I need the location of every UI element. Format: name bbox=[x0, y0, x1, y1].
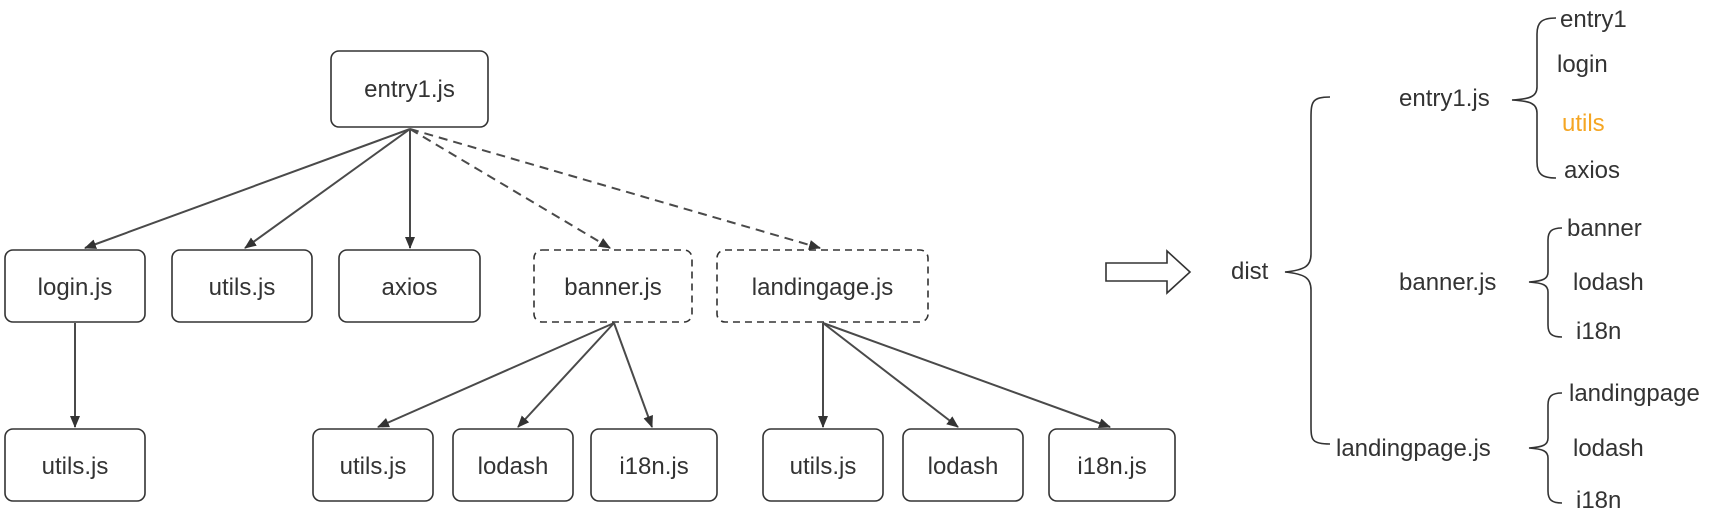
edge-banner-utils bbox=[377, 322, 615, 428]
module-entry1: entry1 bbox=[1560, 6, 1627, 33]
node-banner: banner.js bbox=[533, 249, 693, 323]
node-label: lodash bbox=[478, 453, 549, 480]
edge-entry1-landing bbox=[409, 128, 821, 250]
node-login-utils: utils.js bbox=[4, 428, 146, 502]
module-lodash: lodash bbox=[1573, 269, 1644, 296]
node-label: utils.js bbox=[790, 453, 857, 480]
node-banner-utils: utils.js bbox=[312, 428, 434, 502]
node-label: landingage.js bbox=[752, 274, 893, 301]
node-label: i18n.js bbox=[1077, 453, 1146, 480]
node-banner-i18n: i18n.js bbox=[590, 428, 718, 502]
node-entry1: entry1.js bbox=[330, 50, 489, 128]
node-label: utils.js bbox=[340, 453, 407, 480]
module-axios: axios bbox=[1564, 157, 1620, 184]
node-label: entry1.js bbox=[364, 76, 455, 103]
node-utils: utils.js bbox=[171, 249, 313, 323]
node-landing: landingage.js bbox=[716, 249, 929, 323]
module-lodash: lodash bbox=[1573, 435, 1644, 462]
edge-landing-i18n bbox=[822, 322, 1111, 428]
bundle-entry1-brace bbox=[1511, 17, 1557, 179]
node-label: utils.js bbox=[42, 453, 109, 480]
edge-entry1-login bbox=[84, 128, 411, 249]
module-landingpage: landingpage bbox=[1569, 380, 1700, 407]
node-login: login.js bbox=[4, 249, 146, 323]
node-landing-i18n: i18n.js bbox=[1048, 428, 1176, 502]
dist-label: dist bbox=[1231, 258, 1269, 285]
module-i18n: i18n bbox=[1576, 487, 1621, 514]
node-label: login.js bbox=[38, 274, 113, 301]
module-i18n: i18n bbox=[1576, 318, 1621, 345]
node-label: utils.js bbox=[209, 274, 276, 301]
output-arrow-icon bbox=[1105, 249, 1192, 295]
edge-banner-lodash bbox=[517, 322, 615, 428]
node-label: axios bbox=[381, 274, 437, 301]
node-label: lodash bbox=[928, 453, 999, 480]
node-landing-utils: utils.js bbox=[762, 428, 884, 502]
bundle-landingpage-label: landingpage.js bbox=[1336, 435, 1491, 462]
bundle-landingpage-brace bbox=[1528, 392, 1563, 504]
node-banner-lodash: lodash bbox=[452, 428, 574, 502]
node-label: i18n.js bbox=[619, 453, 688, 480]
module-utils-highlighted: utils bbox=[1562, 110, 1605, 137]
dist-brace bbox=[1284, 96, 1331, 445]
output-tree: dist entry1.js entry1 login utils axios … bbox=[1231, 6, 1700, 514]
edge-banner-i18n bbox=[613, 322, 653, 428]
edge-entry1-banner bbox=[409, 128, 611, 249]
bundle-entry1-label: entry1.js bbox=[1399, 85, 1490, 112]
module-banner: banner bbox=[1567, 215, 1642, 242]
module-login: login bbox=[1557, 51, 1608, 78]
node-axios: axios bbox=[338, 249, 481, 323]
edge-landing-lodash bbox=[822, 322, 959, 428]
node-label: banner.js bbox=[564, 274, 661, 301]
bundle-banner-brace bbox=[1528, 227, 1563, 338]
dependency-edges bbox=[70, 128, 1111, 428]
node-landing-lodash: lodash bbox=[902, 428, 1024, 502]
edge-entry1-utils bbox=[244, 128, 411, 249]
bundle-banner-label: banner.js bbox=[1399, 269, 1496, 296]
